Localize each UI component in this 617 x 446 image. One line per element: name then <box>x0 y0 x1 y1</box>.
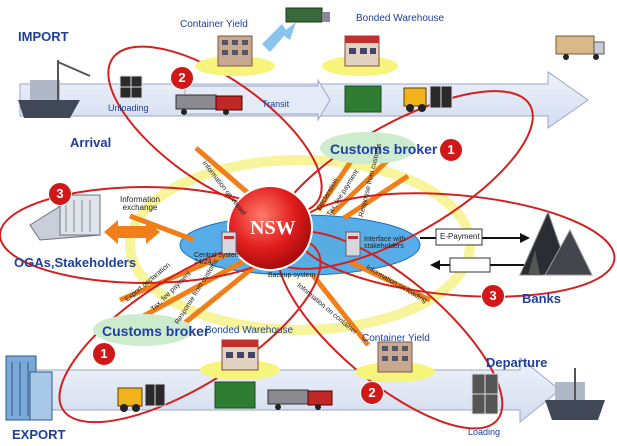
transit-label: Transit <box>262 99 290 109</box>
green-container-bottom <box>214 381 256 409</box>
container-flow-arrow <box>262 22 296 52</box>
bonded-warehouse-top-building <box>344 35 380 67</box>
bonded-warehouse-bottom-building <box>221 339 259 371</box>
badge-2-bottom: 2 <box>360 381 384 405</box>
arrival-label: Arrival <box>70 135 112 150</box>
forklift-top <box>403 87 427 112</box>
backup-system-label: Backup system <box>268 272 316 279</box>
import-label: IMPORT <box>18 29 69 44</box>
banks-buildings <box>519 210 593 276</box>
badge-1-top: 1 <box>439 138 463 162</box>
forklift-bottom <box>117 387 143 412</box>
nsw-label: NSW <box>250 217 296 239</box>
information-exchange-label: Information exchange <box>119 195 161 212</box>
cargo-cube-unloading <box>119 75 143 99</box>
badge-3-left: 3 <box>48 182 72 206</box>
unloading-label: Unloading <box>108 103 149 113</box>
transit-truck <box>175 94 243 115</box>
container-yield-top-building <box>217 35 253 67</box>
interface-server <box>345 231 361 257</box>
e-payment-arrows <box>420 228 530 273</box>
nsw-circle <box>227 185 313 271</box>
banks-label: Banks <box>522 291 562 306</box>
ogas-stakeholders-label: OGAs,Stakeholders <box>14 255 137 270</box>
export-label: EXPORT <box>12 427 66 442</box>
info-exchange-arrow <box>104 220 160 244</box>
green-container-top <box>344 85 382 113</box>
bonded-warehouse-top-label: Bonded Warehouse <box>356 13 445 24</box>
customs-broker-top-label: Customs broker <box>330 141 438 157</box>
customs-broker-bottom-label: Customs broker <box>102 323 210 339</box>
import-ship <box>18 60 91 118</box>
export-ship <box>545 368 605 420</box>
badge-3-right: 3 <box>481 284 505 308</box>
e-payment-label: E-Payment <box>440 232 480 241</box>
badge-2-top: 2 <box>170 66 194 90</box>
central-system-label: Central system 24/24 <box>194 252 241 266</box>
cargo-cube-forklift-top <box>429 85 453 109</box>
container-yield-bottom-label: Container Yield <box>362 333 430 344</box>
bonded-warehouse-bottom-label: Bonded Warehouse <box>205 325 294 336</box>
ogas-building <box>29 194 101 241</box>
container-yield-bottom-building <box>377 341 413 373</box>
cargo-cube-departure <box>471 373 499 415</box>
import-flow-arrow <box>19 71 589 129</box>
customs-broker-bottom-bg <box>93 314 193 346</box>
departure-label: Departure <box>486 355 548 370</box>
cargo-cube-forklift-bottom <box>144 383 166 407</box>
import-truck-right <box>555 35 605 60</box>
export-building <box>5 355 53 421</box>
customs-broker-top-bg <box>320 132 416 164</box>
export-truck <box>267 389 333 410</box>
interface-stakeholders-label: Interface with stakeholders <box>364 236 406 250</box>
container-truck-top <box>285 7 330 23</box>
loading-label: Loading <box>468 427 501 437</box>
badge-1-bottom: 1 <box>92 342 116 366</box>
central-server <box>221 231 237 255</box>
orange-info-arrows <box>119 146 432 347</box>
container-yield-top-label: Container Yield <box>180 19 248 30</box>
